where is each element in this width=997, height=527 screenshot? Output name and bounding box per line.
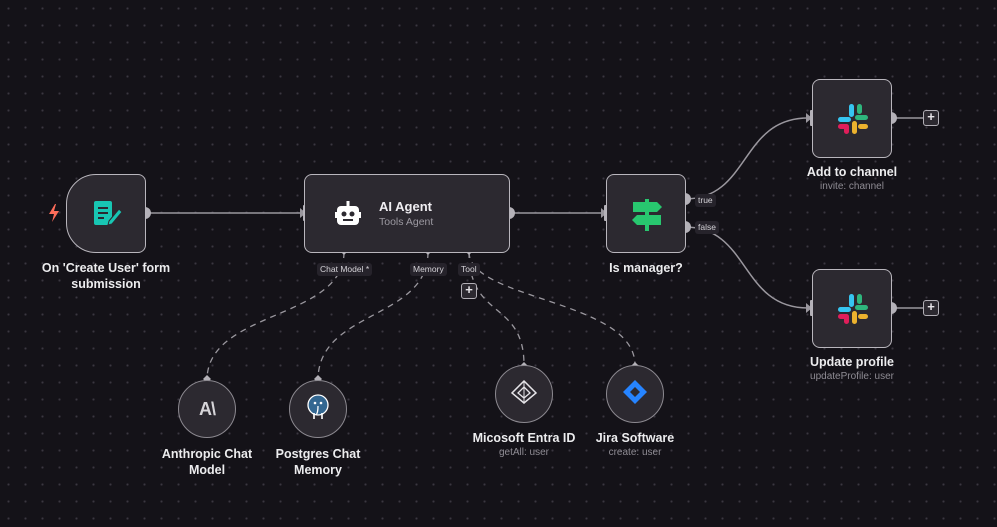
update-profile-sub: updateProfile: user — [810, 371, 894, 382]
wire-tool-entra — [468, 251, 525, 366]
if-label: Is manager? — [609, 261, 683, 275]
postgres-label-line2: Memory — [294, 463, 342, 477]
lightning-icon — [47, 204, 61, 222]
trigger-node[interactable] — [66, 174, 146, 253]
entra-node[interactable] — [495, 365, 553, 423]
slack-icon — [837, 293, 869, 330]
postgres-elephant-icon — [305, 393, 331, 426]
add-channel-node[interactable] — [812, 79, 892, 158]
slack-icon — [837, 103, 869, 140]
anthropic-label: Anthropic Chat Model — [147, 446, 267, 478]
robot-icon — [335, 201, 361, 232]
update-profile-next-button[interactable]: + — [923, 300, 939, 316]
form-icon — [91, 199, 123, 234]
add-channel-next-button[interactable]: + — [923, 110, 939, 126]
wire-tool-jira — [468, 251, 636, 366]
add-channel-sub: invite: channel — [820, 181, 884, 192]
postgres-node[interactable] — [289, 380, 347, 438]
anthropic-label-line2: Model — [188, 463, 226, 477]
entra-sub: getAll: user — [498, 447, 550, 458]
agent-title: AI Agent — [379, 199, 432, 214]
trigger-label: On 'Create User' form submission — [41, 261, 171, 291]
chat-model-port-label: Chat Model * — [317, 263, 373, 276]
false-output-label: false — [695, 221, 719, 234]
tool-port-label: Tool — [458, 263, 480, 276]
entra-icon — [510, 379, 538, 410]
memory-port-label: Memory — [410, 263, 447, 276]
jira-label: Jira Software — [595, 431, 675, 445]
jira-sub: create: user — [608, 447, 662, 458]
entra-label: Micosoft Entra ID — [472, 431, 576, 445]
ai-agent-node[interactable]: AI Agent Tools Agent — [304, 174, 510, 253]
agent-subtitle: Tools Agent — [379, 216, 434, 228]
postgres-label-line1: Postgres Chat — [275, 447, 361, 461]
if-node[interactable] — [606, 174, 686, 253]
update-profile-label: Update profile — [809, 355, 895, 369]
postgres-label: Postgres Chat Memory — [258, 446, 378, 478]
add-channel-label: Add to channel — [806, 165, 898, 179]
anthropic-node[interactable]: A\ — [178, 380, 236, 438]
jira-node[interactable] — [606, 365, 664, 423]
signpost-icon — [629, 197, 665, 236]
anthropic-label-line1: Anthropic Chat — [161, 447, 253, 461]
add-tool-button[interactable]: + — [461, 283, 477, 299]
true-output-label: true — [695, 194, 716, 207]
jira-icon — [622, 379, 648, 410]
update-profile-node[interactable] — [812, 269, 892, 348]
anthropic-icon: A\ — [199, 398, 216, 419]
